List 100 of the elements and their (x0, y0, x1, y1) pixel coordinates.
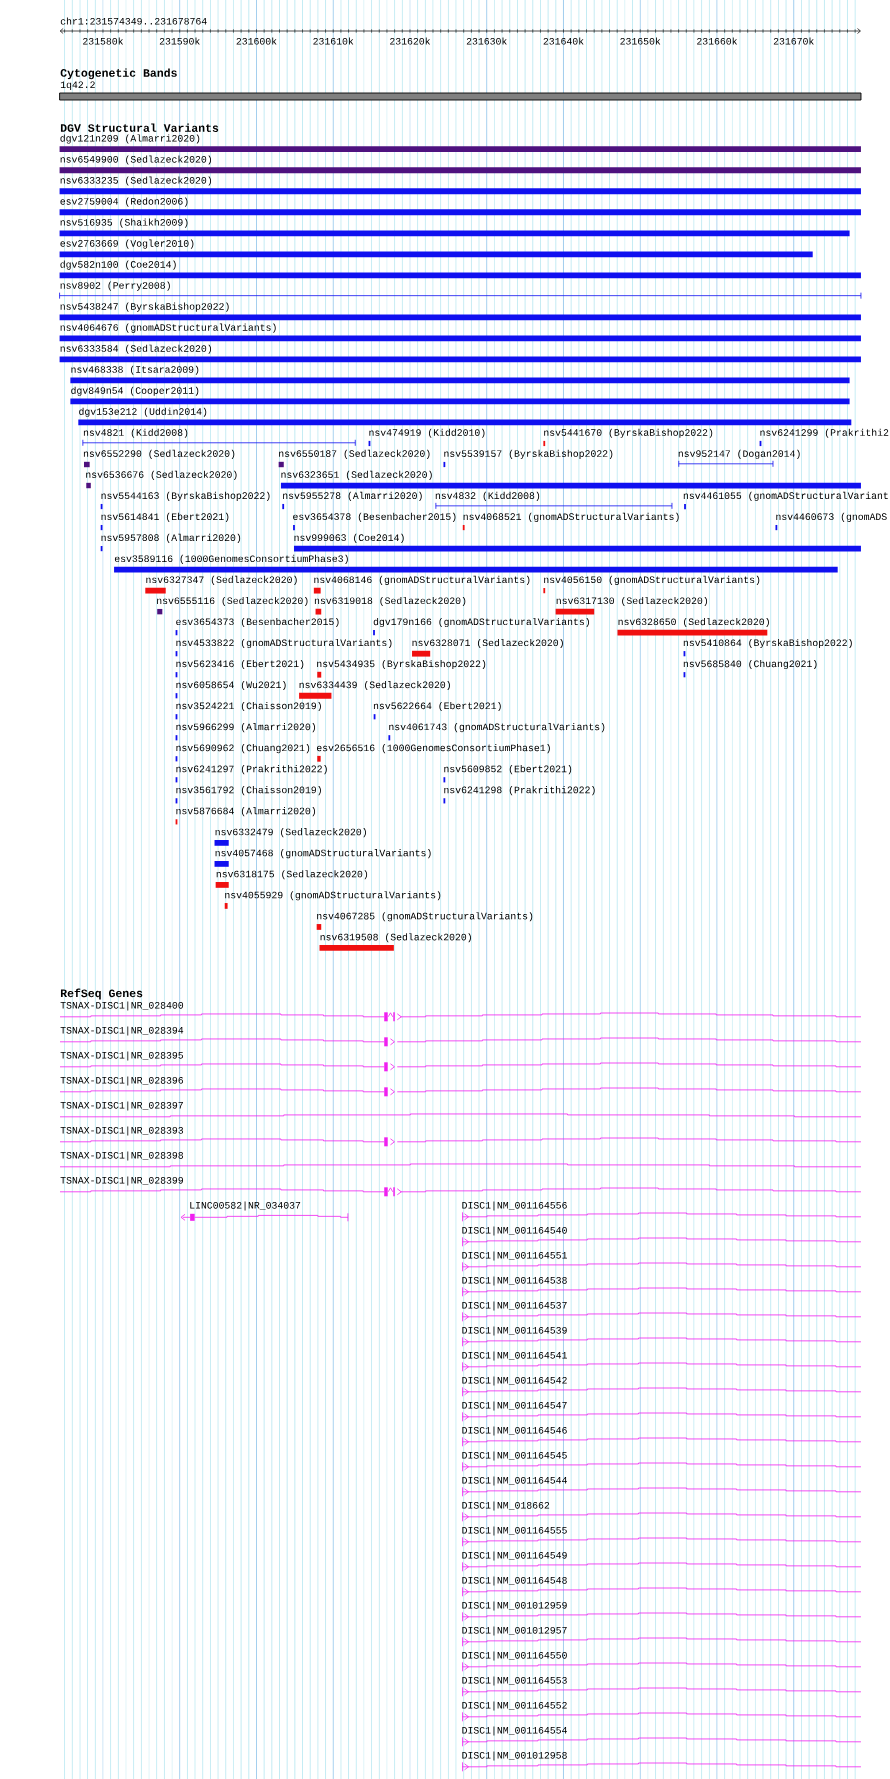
variant-label: nsv5876684 (Almarri2020) (176, 807, 316, 817)
tick-label: 231670k (773, 37, 814, 45)
transcript-label: TSNAX-DISC1|NR_028394 (60, 1026, 184, 1036)
variant-label: nsv4064676 (gnomADStructuralVariants) (60, 323, 276, 333)
transcript-label: DISC1|NM_001012958 (462, 1751, 567, 1761)
variant-label: nsv4460673 (gnomADS (776, 512, 887, 522)
variant-label: nsv4061743 (gnomADStructuralVariants) (389, 723, 605, 733)
variant-label: nsv3561792 (Chaisson2019) (176, 786, 321, 796)
transcript-label: TSNAX-DISC1|NR_028400 (60, 1001, 184, 1011)
variant-label: nsv6334439 (Sedlazeck2020) (299, 680, 450, 691)
variant-label: nsv6550187 (Sedlazeck2020) (279, 449, 430, 459)
band-label: 1q42.2 (60, 81, 95, 90)
variant-label: nsv4068146 (gnomADStructuralVariants) (314, 575, 530, 585)
variant-label: nsv4056150 (gnomADStructuralVariants) (544, 575, 760, 585)
variant-label: nsv6317130 (Sedlazeck2020) (556, 596, 708, 606)
coordinate-label: chr1:231574349..231678764 (60, 17, 207, 25)
variant-label: nsv6323651 (Sedlazeck2020) (281, 470, 432, 480)
variant-label: nsv999063 (Coe2014) (294, 533, 404, 543)
tick-label: 231580k (83, 37, 124, 45)
transcript-label: DISC1|NM_001012959 (462, 1601, 567, 1611)
variant-label: dgv179n166 (gnomADStructuralVariants) (373, 617, 589, 628)
variant-label: esv2656516 (1000GenomesConsortiumPhase1) (316, 744, 550, 754)
transcript-label: DISC1|NM_001164556 (462, 1201, 567, 1211)
variant-label: nsv5438247 (ByrskaBishop2022) (60, 302, 229, 312)
variant-label: nsv6536676 (Sedlazeck2020) (86, 470, 237, 480)
variant-label: esv3654378 (Besenbacher2015) (293, 512, 456, 522)
variant-label: nsv4832 (Kidd2008) (435, 491, 540, 501)
variant-label: esv3654373 (Besenbacher2015) (176, 617, 339, 628)
transcript-label: LINC00582|NR_034037 (190, 1201, 301, 1211)
transcript-label: TSNAX-DISC1|NR_028396 (60, 1076, 184, 1086)
track-title: RefSeq Genes (60, 988, 143, 1000)
transcript-label: DISC1|NM_001164545 (462, 1451, 567, 1461)
variant-label: nsv4461055 (gnomADStructuralVariant (683, 491, 888, 501)
variant-label: nsv6333584 (Sedlazeck2020) (60, 344, 211, 354)
variant-label: nsv474919 (Kidd2010) (369, 428, 485, 438)
transcript-label: DISC1|NM_018662 (462, 1501, 550, 1511)
transcript-label: DISC1|NM_001164538 (462, 1276, 567, 1286)
transcript-label: DISC1|NM_001164553 (462, 1676, 567, 1686)
variant-label: nsv5622664 (Ebert2021) (373, 702, 501, 712)
variant-label: dgv153e212 (Uddin2014) (79, 407, 207, 417)
variant-label: nsv5685840 (Chuang2021) (683, 659, 817, 670)
variant-label: nsv6328071 (Sedlazeck2020) (412, 638, 563, 649)
variant-label: nsv4067285 (gnomADStructuralVariants) (317, 912, 533, 922)
variant-label: nsv6552290 (Sedlazeck2020) (83, 449, 235, 459)
variant-label: nsv5544163 (ByrskaBishop2022) (101, 491, 270, 501)
variant-label: nsv6241297 (Prakrithi2022) (176, 765, 327, 775)
tick-label: 231660k (697, 37, 738, 45)
variant-label: nsv6058654 (Wu2021) (176, 680, 286, 691)
variant-label: nsv5955278 (Almarri2020) (283, 491, 422, 501)
variant-label: nsv3524221 (Chaisson2019) (176, 702, 321, 712)
tick-label: 231610k (313, 37, 354, 45)
variant-label: nsv6318175 (Sedlazeck2020) (216, 870, 368, 880)
transcript-label: DISC1|NM_001164541 (462, 1351, 567, 1361)
track-title: Cytogenetic Bands (60, 68, 177, 80)
variant-label: dgv849n54 (Cooper2011) (71, 386, 199, 396)
variant-label: nsv6319018 (Sedlazeck2020) (314, 596, 466, 606)
transcript-label: DISC1|NM_001164554 (462, 1726, 567, 1736)
tick-label: 231630k (466, 37, 507, 45)
variant-label: nsv4533822 (gnomADStructuralVariants) (176, 638, 392, 649)
variant-label: nsv5957808 (Almarri2020) (101, 533, 241, 543)
transcript-label: DISC1|NM_001164542 (462, 1376, 567, 1386)
transcript-label: DISC1|NM_001164537 (462, 1301, 567, 1311)
tick-label: 231590k (159, 37, 200, 45)
variant-label: nsv5690962 (Chuang2021) (176, 744, 310, 754)
variant-label: nsv5609852 (Ebert2021) (444, 765, 572, 775)
variant-label: nsv5623416 (Ebert2021) (176, 659, 304, 670)
tick-label: 231620k (390, 37, 431, 45)
variant-label: nsv6241298 (Prakrithi2022) (444, 786, 595, 796)
transcript-label: DISC1|NM_001164551 (462, 1251, 567, 1261)
transcript-label: DISC1|NM_001164547 (462, 1401, 567, 1411)
variant-label: nsv5614841 (Ebert2021) (101, 512, 229, 522)
variant-label: nsv5539157 (ByrskaBishop2022) (444, 449, 613, 459)
transcript-label: DISC1|NM_001164548 (462, 1576, 567, 1586)
variant-label: nsv4821 (Kidd2008) (83, 428, 188, 438)
transcript-label: TSNAX-DISC1|NR_028395 (60, 1051, 184, 1061)
variant-label: nsv6555116 (Sedlazeck2020) (157, 596, 308, 606)
variant-label: nsv5410864 (ByrskaBishop2022) (683, 638, 852, 649)
transcript-label: TSNAX-DISC1|NR_028393 (60, 1126, 184, 1136)
transcript-label: DISC1|NM_001164539 (462, 1326, 567, 1336)
transcript-label: DISC1|NM_001164552 (462, 1701, 567, 1711)
variant-label: nsv5441670 (ByrskaBishop2022) (544, 428, 713, 438)
transcript-label: TSNAX-DISC1|NR_028398 (60, 1151, 184, 1161)
transcript-label: DISC1|NM_001164555 (462, 1526, 567, 1536)
track-title: DGV Structural Variants (60, 123, 219, 132)
variant-label: nsv8902 (Perry2008) (60, 281, 170, 291)
transcript-label: TSNAX-DISC1|NR_028399 (60, 1176, 183, 1186)
variant-label: nsv6241299 (Prakrithi2 (760, 428, 889, 438)
transcript-label: DISC1|NM_001012957 (462, 1626, 567, 1636)
variant-label: nsv5966299 (Almarri2020) (176, 723, 316, 733)
transcript-label: DISC1|NM_001164546 (462, 1426, 567, 1436)
variant-label: nsv952147 (Dogan2014) (678, 449, 800, 459)
variant-label: esv3589116 (1000GenomesConsortiumPhase3) (114, 554, 348, 564)
variant-label: nsv6332479 (Sedlazeck2020) (215, 828, 366, 838)
variant-label: esv2759004 (Redon2006) (60, 197, 188, 207)
variant-label: nsv6333235 (Sedlazeck2020) (60, 176, 211, 186)
tick-label: 231640k (543, 37, 584, 45)
variant-label: nsv4057468 (gnomADStructuralVariants) (215, 849, 431, 859)
variant-label: nsv5434935 (ByrskaBishop2022) (317, 659, 486, 670)
variant-label: nsv6328650 (Sedlazeck2020) (618, 617, 769, 628)
variant-label: dgv121n209 (Almarri2020) (60, 134, 200, 144)
